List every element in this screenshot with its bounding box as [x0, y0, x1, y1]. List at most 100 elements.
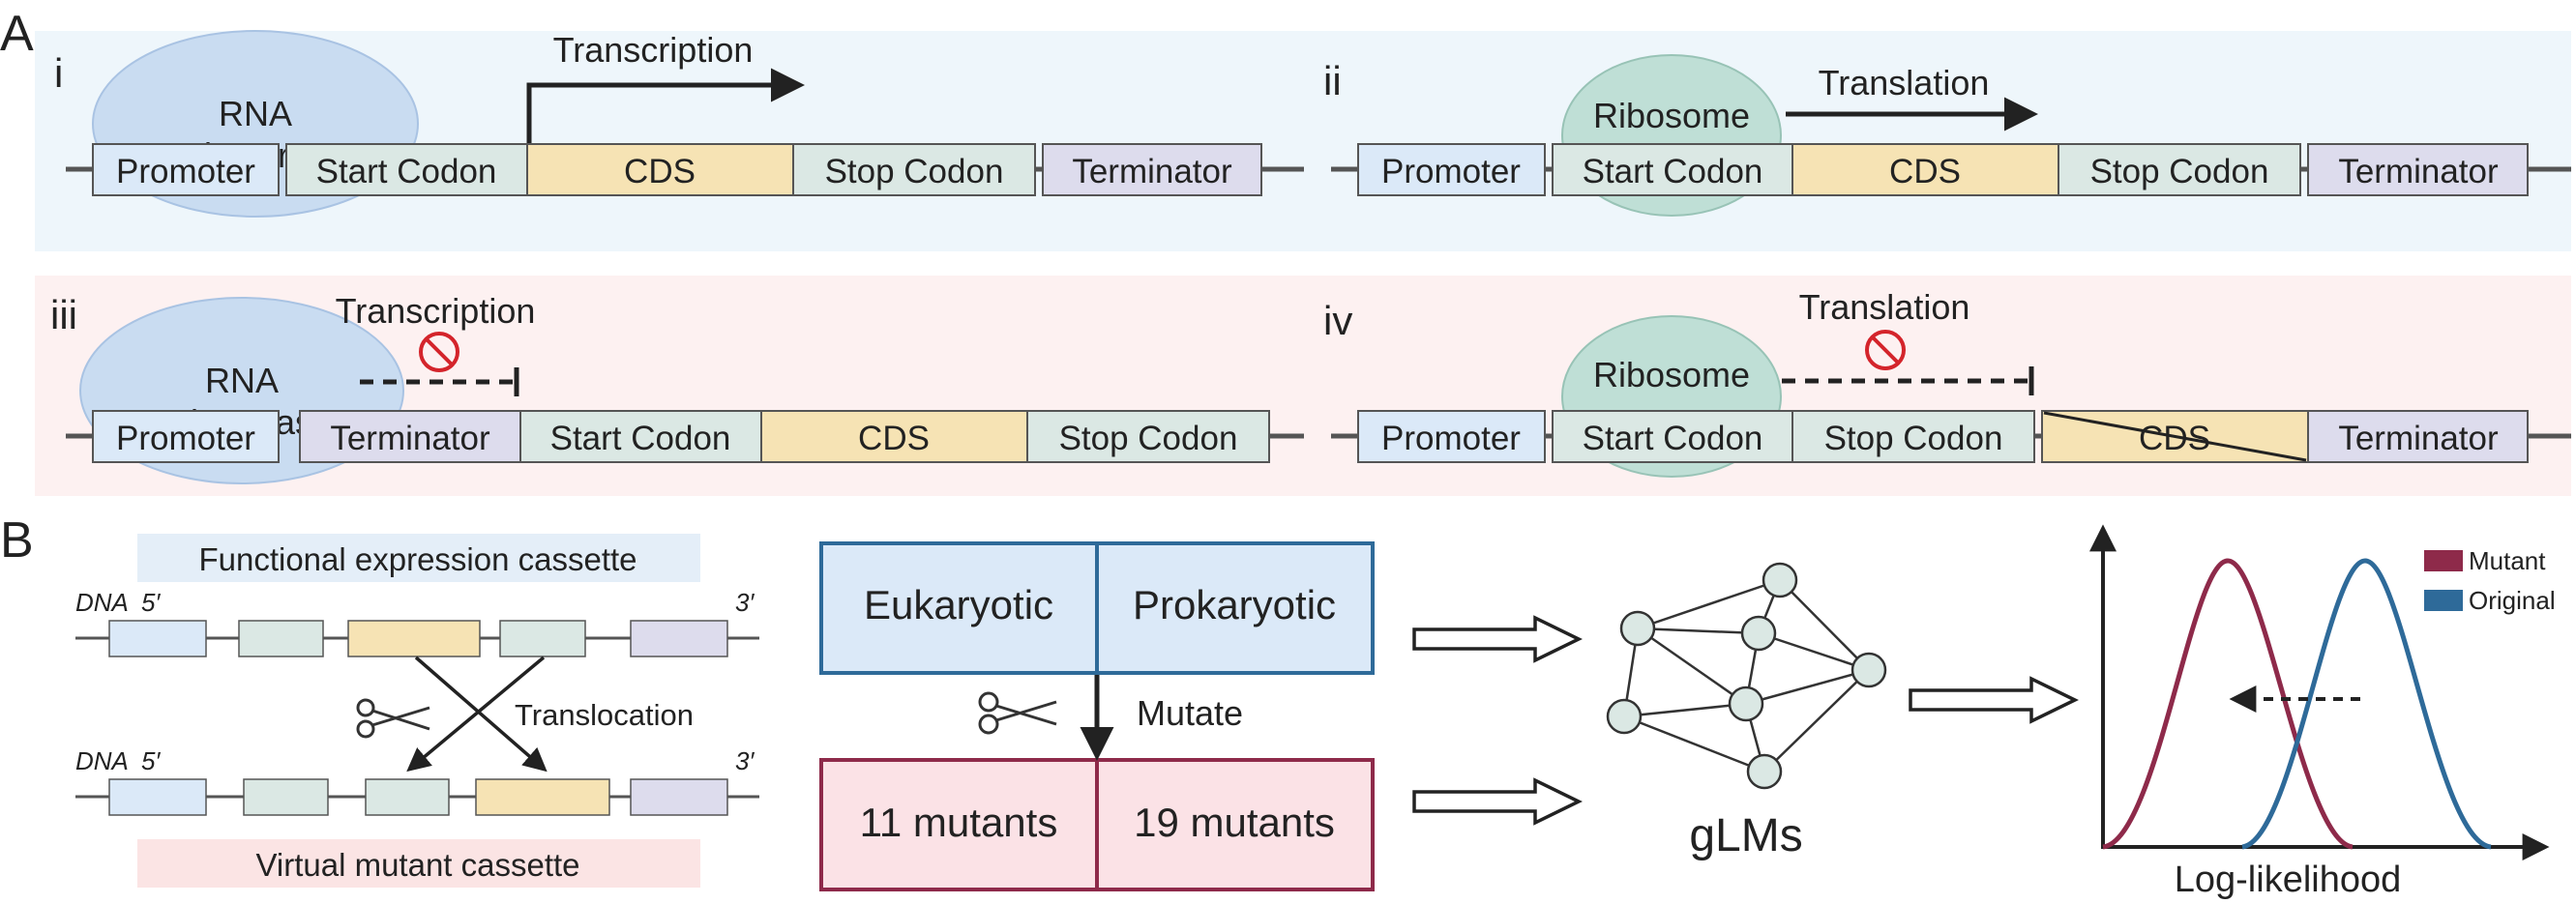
panel-a-top-band: [35, 31, 2571, 251]
original-curve: [2241, 558, 2492, 850]
five-prime-label: 5′: [141, 588, 161, 617]
terminator-label: Terminator: [2338, 420, 2499, 457]
legend-swatch-original: [2424, 590, 2463, 611]
translocation-label: Translocation: [515, 698, 694, 732]
network-node: [1606, 698, 1643, 735]
mutant-curve: [2102, 558, 2354, 850]
promoter-segment: [108, 620, 207, 657]
sub-panel-ii: ii Ribosome Promoter Start Codon CDS Sto…: [1323, 54, 2571, 217]
transcription-arrow: [526, 68, 805, 143]
virtual-cassette-label: Virtual mutant cassette: [255, 847, 579, 883]
functional-label-bg: [137, 534, 700, 582]
x-axis-label: Log-likelihood: [2175, 860, 2402, 900]
stop-codon-label: Stop Codon: [1059, 420, 1238, 457]
cds-label: CDS: [624, 153, 696, 190]
terminator-segment: [630, 620, 728, 657]
legend-label-mutant: Mutant: [2469, 546, 2546, 575]
mutate-label: Mutate: [1137, 693, 1243, 733]
dna-label: DNA: [75, 746, 129, 775]
cds-segment: [475, 778, 610, 816]
three-prime-label: 3′: [735, 588, 755, 617]
start-codon-segment: [243, 778, 329, 816]
rna-polymerase-label-1: RNA: [219, 94, 292, 133]
sub-panel-iv: iv Ribosome Promoter Start Codon Stop Co…: [1323, 287, 2571, 478]
cds-box: [760, 410, 1028, 463]
three-prime-label: 3′: [735, 746, 755, 775]
promoter-segment: [108, 778, 207, 816]
prokaryotic-label: Prokaryotic: [1133, 582, 1336, 627]
start-codon-label: Start Codon: [1583, 153, 1763, 190]
cds-strike: [2043, 411, 2307, 462]
terminator-segment: [630, 778, 728, 816]
cds-label: CDS: [858, 420, 930, 457]
stop-codon-label: Stop Codon: [825, 153, 1004, 190]
ribosome-label: Ribosome: [1593, 355, 1750, 394]
five-prime-label: 5′: [141, 746, 161, 775]
hollow-arrow-score: [1909, 676, 2079, 724]
sub-panel-i: i RNA polymerase Promoter Start Codon CD…: [54, 30, 1304, 218]
terminator-box: [299, 410, 521, 463]
translation-label: Translation: [1819, 63, 1990, 102]
stop-codon-box: [1791, 410, 2035, 463]
cds-label: CDS: [2139, 420, 2210, 457]
hollow-arrow-wildtype: [1412, 615, 1583, 663]
network-node: [1728, 685, 1764, 722]
sub-label-iv: iv: [1323, 298, 1352, 343]
glms-label: gLMs: [1689, 810, 1802, 861]
translation-label: Translation: [1799, 287, 1970, 327]
terminator-box: [2307, 410, 2529, 463]
swap-arrow-2: [406, 656, 546, 773]
eukaryotic-label: Eukaryotic: [864, 582, 1053, 627]
stop-codon-segment: [499, 620, 586, 657]
block-icon: [419, 332, 459, 372]
terminator-label: Terminator: [1072, 153, 1232, 190]
network-node: [1851, 652, 1887, 688]
start-codon-label: Start Codon: [316, 153, 497, 190]
terminator-label: Terminator: [2338, 153, 2499, 190]
stop-codon-label: Stop Codon: [1824, 420, 2003, 457]
stop-codon-box: [792, 143, 1036, 196]
scissors-icon: [978, 691, 1057, 735]
likelihood-plot: Log-likelihood Mutant Original: [2089, 524, 2556, 900]
sub-label-i: i: [54, 50, 63, 96]
start-codon-label: Start Codon: [1583, 420, 1763, 457]
prokaryotic-mutants: 19 mutants: [1134, 800, 1335, 845]
block-icon: [1865, 330, 1906, 370]
promoter-label: Promoter: [116, 420, 255, 457]
legend-swatch-mutant: [2424, 550, 2463, 571]
promoter-box: [1357, 410, 1546, 463]
promoter-box: [92, 410, 280, 463]
legend-label-original: Original: [2469, 586, 2556, 615]
start-codon-box: [1552, 143, 1793, 196]
panel-b-label: B: [0, 512, 34, 569]
sub-panel-iii: iii RNA polymerase Promoter Terminator S…: [50, 291, 1304, 484]
swap-arrow-1: [414, 656, 548, 773]
sub-label-iii: iii: [50, 292, 77, 337]
stop-codon-segment: [365, 778, 450, 816]
transcription-label: Transcription: [553, 30, 754, 70]
promoter-label: Promoter: [1381, 153, 1521, 190]
cds-segment: [347, 620, 481, 657]
stop-codon-box: [1026, 410, 1270, 463]
terminator-box: [2307, 143, 2529, 196]
virtual-label-bg: [137, 839, 700, 888]
cassette-diagram: Functional expression cassette DNA 5′ 3′…: [75, 534, 759, 888]
dataset-table: Eukaryotic Prokaryotic 11 mutants 19 mut…: [819, 541, 1375, 891]
cds-box: [1791, 143, 2059, 196]
stop-codon-box: [2058, 143, 2301, 196]
start-codon-segment: [238, 620, 324, 657]
eukaryotic-mutants: 11 mutants: [860, 800, 1058, 845]
promoter-box: [92, 143, 280, 196]
ribosome-label: Ribosome: [1593, 96, 1750, 135]
start-codon-box: [285, 143, 528, 196]
glm-network-icon: [1606, 562, 1887, 790]
cds-box: [526, 143, 794, 196]
stop-codon-label: Stop Codon: [2090, 153, 2269, 190]
sub-label-ii: ii: [1323, 58, 1342, 103]
terminator-box: [1042, 143, 1262, 196]
dna-label: DNA: [75, 588, 129, 617]
promoter-label: Promoter: [116, 153, 255, 190]
transcription-label: Transcription: [336, 291, 536, 331]
scissors-icon: [356, 698, 430, 739]
cds-label: CDS: [1889, 153, 1961, 190]
